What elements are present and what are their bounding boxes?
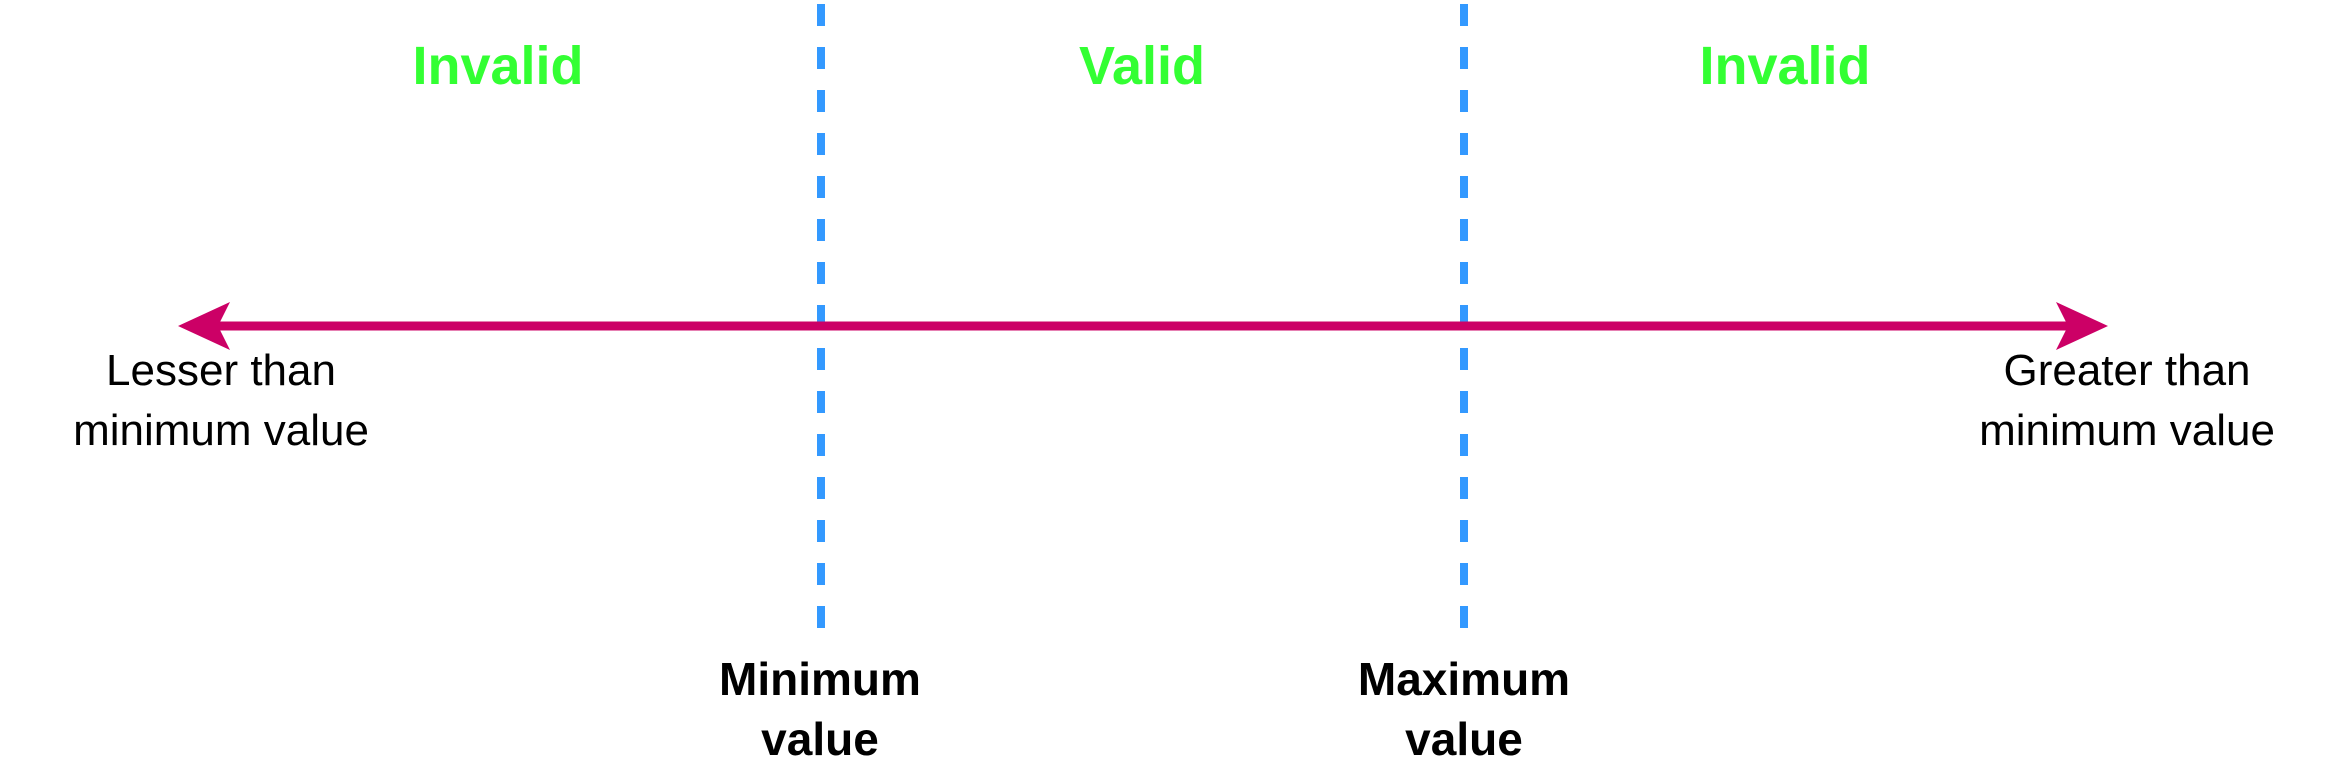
- zone-label-invalid-right: Invalid: [1699, 36, 1870, 96]
- minimum-value-label-line1: Minimum: [719, 653, 921, 705]
- left-end-label-line1: Lesser than: [106, 346, 336, 395]
- maximum-value-label-line1: Maximum: [1358, 653, 1570, 705]
- axis-right-arrowhead: [2056, 302, 2108, 350]
- minimum-value-label-line2: value: [761, 713, 879, 765]
- right-end-label-line1: Greater than: [2003, 346, 2250, 395]
- axis-left-arrowhead: [178, 302, 230, 350]
- zone-label-valid: Valid: [1079, 36, 1205, 96]
- zone-label-invalid-left: Invalid: [412, 36, 583, 96]
- right-end-label-line2: minimum value: [1979, 406, 2275, 455]
- left-end-label-line2: minimum value: [73, 406, 369, 455]
- maximum-value-label-line2: value: [1405, 713, 1523, 765]
